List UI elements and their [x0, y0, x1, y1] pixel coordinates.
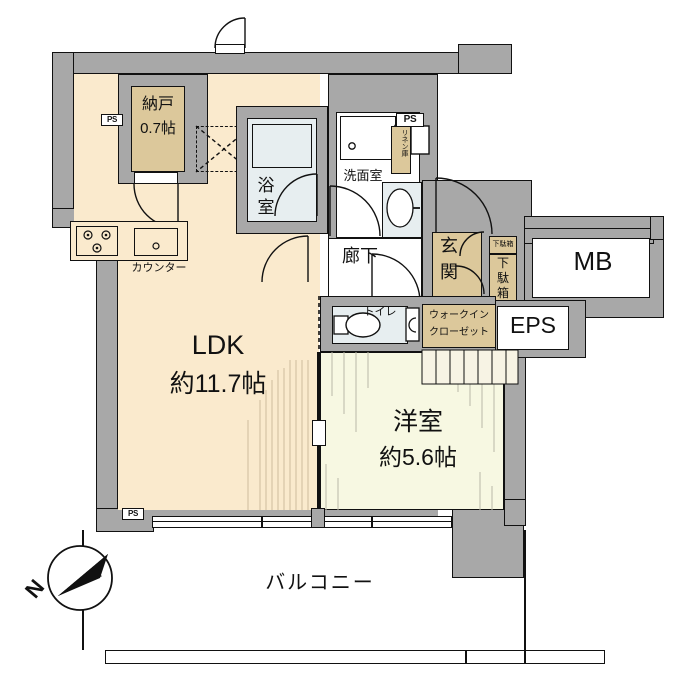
- getabako-upper-label: 下駄箱: [488, 241, 518, 249]
- wall-top-right-block: [458, 44, 512, 74]
- getabako-text-3: 箱: [496, 286, 509, 300]
- room-label-ldk-sub: 約11.7帖: [169, 370, 267, 398]
- washroom-door-swing: [329, 185, 381, 237]
- room-rouka: [328, 238, 422, 304]
- kitchen-sink: [134, 228, 178, 256]
- ldk-hatch: [247, 360, 309, 510]
- shaft-label-ps-1: PS: [106, 115, 118, 124]
- genkan-inner-swing-1: [459, 231, 485, 257]
- genkan-inner-swing-2: [455, 265, 485, 295]
- room-label-senmenjo: 洗面室: [330, 168, 396, 183]
- balcony-rail: [105, 650, 605, 664]
- balcony-rail-div-2: [524, 650, 526, 664]
- room-label-yokushitsu: 浴: [250, 176, 282, 196]
- lavatory-basin-icon: [386, 188, 420, 228]
- wic-label-1: ウォークイン: [429, 310, 489, 321]
- washing-machine-space: [340, 116, 396, 160]
- room-label-nando-main: 納戸: [141, 96, 174, 113]
- bath-exit-swing: [261, 235, 309, 283]
- room-nando: [131, 86, 185, 172]
- shaft-label-ps-2: PS: [403, 114, 417, 125]
- room-eps: [497, 306, 569, 350]
- entry-stair-hatch: [421, 349, 519, 385]
- nando-door-panel: [134, 172, 178, 184]
- room-label-nando: 納戸: [126, 96, 190, 115]
- partition-dashed: [318, 296, 320, 356]
- stove-burners-icon: [83, 230, 111, 253]
- bath-door-swing: [274, 173, 318, 217]
- hall-door-swing: [214, 17, 246, 49]
- kitchen-stove: [76, 226, 118, 256]
- getabako-label-2: 駄: [489, 271, 517, 285]
- rouka-label-text: 廊下: [342, 246, 378, 266]
- room-wic: [422, 304, 496, 348]
- room-label-wic-2: クローゼット: [421, 327, 497, 339]
- genkan-label-1: 玄: [440, 236, 458, 256]
- genkan-label-2: 関: [440, 262, 458, 282]
- room-label-yokushitsu-2: 室: [250, 198, 282, 218]
- window-mullion-1: [152, 521, 452, 523]
- getabako-text-2: 駄: [496, 271, 509, 285]
- utility-x-mark: [195, 125, 253, 173]
- balcony-rail-div-1: [465, 650, 467, 664]
- shaft-label-ps-3: PS: [127, 509, 139, 518]
- fixture-label-counter: カウンター: [124, 262, 194, 275]
- bathtub: [252, 124, 312, 168]
- toilet-door-icon: [405, 307, 420, 342]
- window-post-mid: [311, 508, 325, 528]
- room-label-wic-1: ウォークイン: [421, 310, 497, 322]
- room-label-nando-size: 0.7帖: [126, 120, 190, 138]
- room-label-ldk-main: LDK: [191, 330, 245, 360]
- balcony-right-edge: [524, 530, 526, 650]
- linen-closet-label: リネン庫: [394, 129, 408, 157]
- room-mb: [532, 238, 650, 298]
- getabako-label-3: 箱: [489, 286, 517, 300]
- partition-door-handle: [312, 420, 326, 446]
- wall-left-upper: [52, 52, 74, 222]
- wall-top: [52, 52, 460, 74]
- room-label-ldk: LDK: [148, 330, 288, 362]
- room-label-ldk-size: 約11.7帖: [143, 370, 293, 400]
- yokushitsu-label-2: 室: [257, 198, 275, 217]
- shaft-tag-ps-top-right: PS: [396, 113, 424, 127]
- shaft-label-eps: EPS: [500, 312, 566, 339]
- room-label-genkan-2: 関: [436, 262, 462, 283]
- compass-rose: [47, 545, 113, 611]
- mb-label-text: MB: [573, 246, 613, 276]
- washer-drain-icon: [348, 142, 356, 150]
- room-label-yoshitsu-size: 約5.6帖: [366, 444, 470, 471]
- room-label-nando-sub: 0.7帖: [140, 120, 176, 137]
- shaft-label-mb: MB: [548, 246, 638, 277]
- yoshitsu-label-sub: 約5.6帖: [379, 444, 457, 470]
- counter-label-text: カウンター: [131, 262, 187, 274]
- wic-label-2: クローゼット: [429, 327, 489, 338]
- linen-label-text: リネン庫: [401, 129, 408, 157]
- room-label-yoshitsu: 洋室: [368, 408, 468, 438]
- corridor-door-swing: [371, 253, 421, 303]
- room-label-genkan: 玄: [436, 236, 462, 257]
- room-label-rouka: 廊下: [330, 246, 390, 267]
- shaft-tag-ps-bottom-left: PS: [122, 508, 144, 520]
- shaft-tag-ps-top-left: PS: [101, 114, 123, 126]
- hall-door-panel: [215, 44, 245, 54]
- eps-label-text: EPS: [509, 312, 557, 338]
- front-door-swing: [435, 177, 493, 235]
- getabako-upper-text: 下駄箱: [492, 241, 514, 248]
- toilet-label-text: トイレ: [363, 306, 397, 318]
- yoshitsu-label-main: 洋室: [392, 408, 443, 436]
- room-label-toilet: トイレ: [352, 306, 408, 319]
- getabako-text-1: 下: [496, 256, 509, 270]
- wall-bottom-ldk: [118, 508, 438, 518]
- yokushitsu-label-1: 浴: [257, 176, 275, 195]
- sink-drain-icon: [152, 242, 160, 250]
- senmenjo-label-text: 洗面室: [343, 168, 383, 183]
- toilet-fixture-icon: [333, 312, 381, 338]
- fixture-getabako-upper: [489, 236, 517, 254]
- room-genkan: [432, 232, 482, 302]
- room-label-balcony: バルコニー: [265, 572, 375, 594]
- getabako-label-1: 下: [489, 256, 517, 270]
- mb-outer-step: [650, 216, 664, 240]
- room-ldk-bridge: [74, 196, 134, 214]
